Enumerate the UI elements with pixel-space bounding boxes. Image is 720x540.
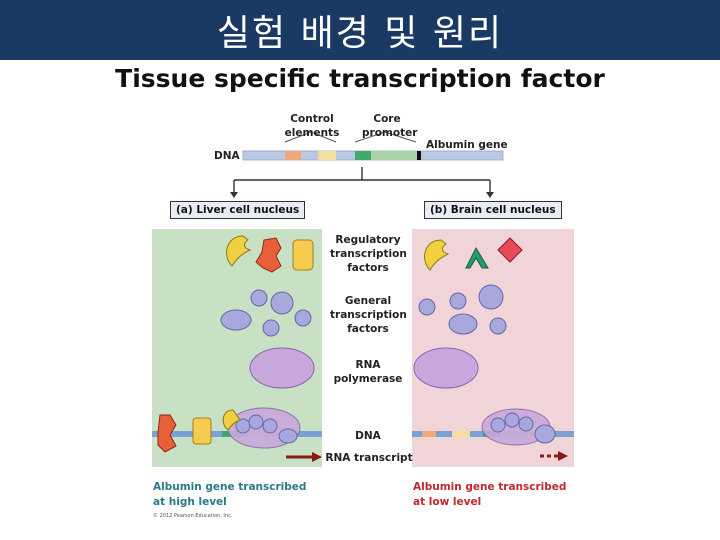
core-promoter-label: Core promoter: [362, 113, 418, 139]
control-elements-label: Control elements: [284, 113, 340, 139]
rna-polymerase-label: RNA polymerase: [333, 359, 403, 385]
page-title: 실험 배경 및 원리: [0, 0, 720, 60]
brain-result-line2: at low level: [413, 496, 482, 508]
liver-result-line2: at high level: [153, 496, 227, 508]
dna-label-top: DNA: [214, 150, 240, 162]
copyright-text: © 2012 Pearson Education, Inc.: [153, 513, 233, 519]
top-dna-strand: [242, 150, 504, 161]
regulatory-tf-label: Regulatory transcription factors: [330, 234, 407, 274]
dna-label-mid: DNA: [355, 430, 381, 442]
brain-panel-label: (b) Brain cell nucleus: [424, 201, 562, 219]
general-tf-label: General transcription factors: [330, 295, 407, 335]
albumin-gene-label: Albumin gene: [426, 139, 508, 151]
liver-panel-label: (a) Liver cell nucleus: [170, 201, 306, 219]
liver-result-line1: Albumin gene transcribed: [153, 481, 307, 493]
brain-result: Albumin gene transcribed at low level: [413, 480, 566, 510]
liver-result: Albumin gene transcribed at high level: [153, 480, 306, 510]
brain-result-line1: Albumin gene transcribed: [413, 481, 567, 493]
page-subtitle: Tissue specific transcription factor: [115, 64, 605, 93]
rna-transcript-label: RNA transcript: [325, 452, 413, 464]
